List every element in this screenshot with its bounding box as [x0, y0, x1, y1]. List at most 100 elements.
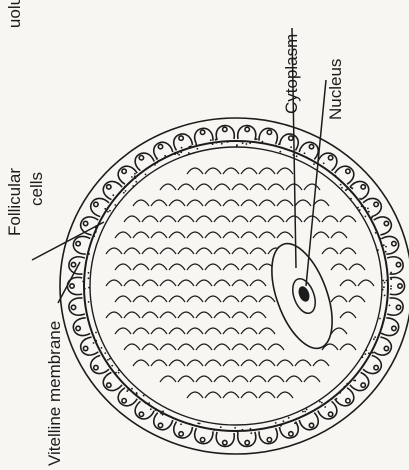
stipple-dot [367, 208, 369, 210]
yolk-scale [259, 232, 275, 238]
stipple-dot [188, 152, 190, 154]
stipple-dot [115, 372, 117, 374]
stipple-dot [273, 426, 275, 428]
follicle-cell-nucleus [139, 412, 143, 416]
follicle-cell-nucleus [384, 346, 388, 350]
yolk-scale [151, 232, 167, 238]
yolk-scale [205, 392, 221, 398]
yolk-scale [205, 296, 221, 302]
stipple-dot [319, 401, 321, 403]
yolk-scale [178, 248, 194, 254]
stipple-dot [131, 176, 133, 178]
yolk-scale [187, 168, 203, 174]
cytoplasm-yolk-pattern [106, 168, 374, 398]
follicle-cell [135, 401, 154, 419]
yolk-scale [169, 360, 185, 366]
yolk-scale [151, 360, 167, 366]
follicle-cell [363, 355, 381, 373]
stipple-dot [213, 429, 215, 431]
stipple-dot [352, 188, 354, 190]
yolk-scale [259, 328, 275, 334]
yolk-scale [205, 360, 221, 366]
yolk-scale [241, 328, 257, 334]
follicle-cell-nucleus [289, 136, 293, 140]
stipple-dot [279, 151, 281, 153]
stipple-dot [162, 414, 164, 416]
stipple-dot [236, 144, 238, 146]
stipple-dot [250, 432, 252, 434]
yolk-scale [304, 184, 320, 190]
yolk-scale [196, 216, 212, 222]
stipple-dot [160, 413, 162, 415]
yolk-scale [250, 280, 266, 286]
stipple-dot [379, 318, 381, 320]
stipple-dot [84, 288, 86, 290]
stipple-dot [150, 408, 152, 410]
vitelline-inner-ring [90, 147, 382, 425]
stipple-dot [227, 141, 229, 143]
stipple-dot [339, 392, 341, 394]
stipple-dot [377, 249, 379, 251]
stipple-dot [381, 245, 383, 247]
follicle-cell-nucleus [309, 144, 313, 148]
yolk-scale [169, 232, 185, 238]
yolk-scale [268, 344, 284, 350]
stipple-dot [346, 188, 348, 190]
follicle-cell-nucleus [361, 383, 365, 387]
label-cropped-top-left: uolu [5, 0, 24, 28]
follicle-cell-nucleus [83, 221, 87, 225]
stipple-dot [275, 422, 277, 424]
follicle-cell-nucleus [179, 136, 183, 140]
follicle-bumps [67, 126, 404, 447]
follicle-cell-nucleus [361, 185, 365, 189]
stipple-dot [118, 372, 120, 374]
follicle-cell [103, 181, 122, 199]
stipple-dot [373, 338, 375, 340]
follicle-cell [335, 166, 354, 184]
stipple-dot [158, 160, 160, 162]
stipple-dot [145, 174, 147, 176]
stipple-dot [134, 175, 136, 177]
stipple-dot [124, 186, 126, 188]
yolk-scale [223, 200, 239, 206]
yolk-scale [340, 312, 356, 318]
yolk-scale [160, 216, 176, 222]
stipple-dot [382, 289, 384, 291]
yolk-scale [214, 216, 230, 222]
follicle-cell-nucleus [76, 241, 80, 245]
yolk-scale [313, 200, 329, 206]
yolk-scale [133, 328, 149, 334]
yolk-scale [331, 296, 347, 302]
follicle-cell-nucleus [289, 432, 293, 436]
stipple-dot [385, 251, 387, 253]
yolk-scale [214, 344, 230, 350]
yolk-scale [241, 232, 257, 238]
stipple-dot [296, 155, 298, 157]
yolk-scale [124, 248, 140, 254]
yolk-scale [313, 232, 329, 238]
yolk-scale [232, 184, 248, 190]
yolk-scale [160, 280, 176, 286]
yolk-scale [133, 360, 149, 366]
follicle-cell [350, 181, 369, 199]
yolk-scale [223, 360, 239, 366]
follicle-cell-nucleus [179, 432, 183, 436]
stipple-dot [136, 393, 138, 395]
yolk-scale [124, 344, 140, 350]
stipple-dot [390, 278, 392, 280]
yolk-scale [232, 376, 248, 382]
stipple-dot [280, 424, 282, 426]
follicle-cell [91, 355, 109, 373]
stipple-dot [95, 340, 97, 342]
stipple-dot [126, 390, 128, 392]
stipple-dot [190, 145, 192, 147]
stipple-dot [216, 142, 218, 144]
follicle-cell-nucleus [267, 130, 271, 134]
yolk-scale [187, 200, 203, 206]
stipple-dot [249, 142, 251, 144]
stipple-dot [390, 272, 392, 274]
yolk-scale [241, 296, 257, 302]
stipple-dot [107, 359, 109, 361]
stipple-dot [350, 186, 352, 188]
